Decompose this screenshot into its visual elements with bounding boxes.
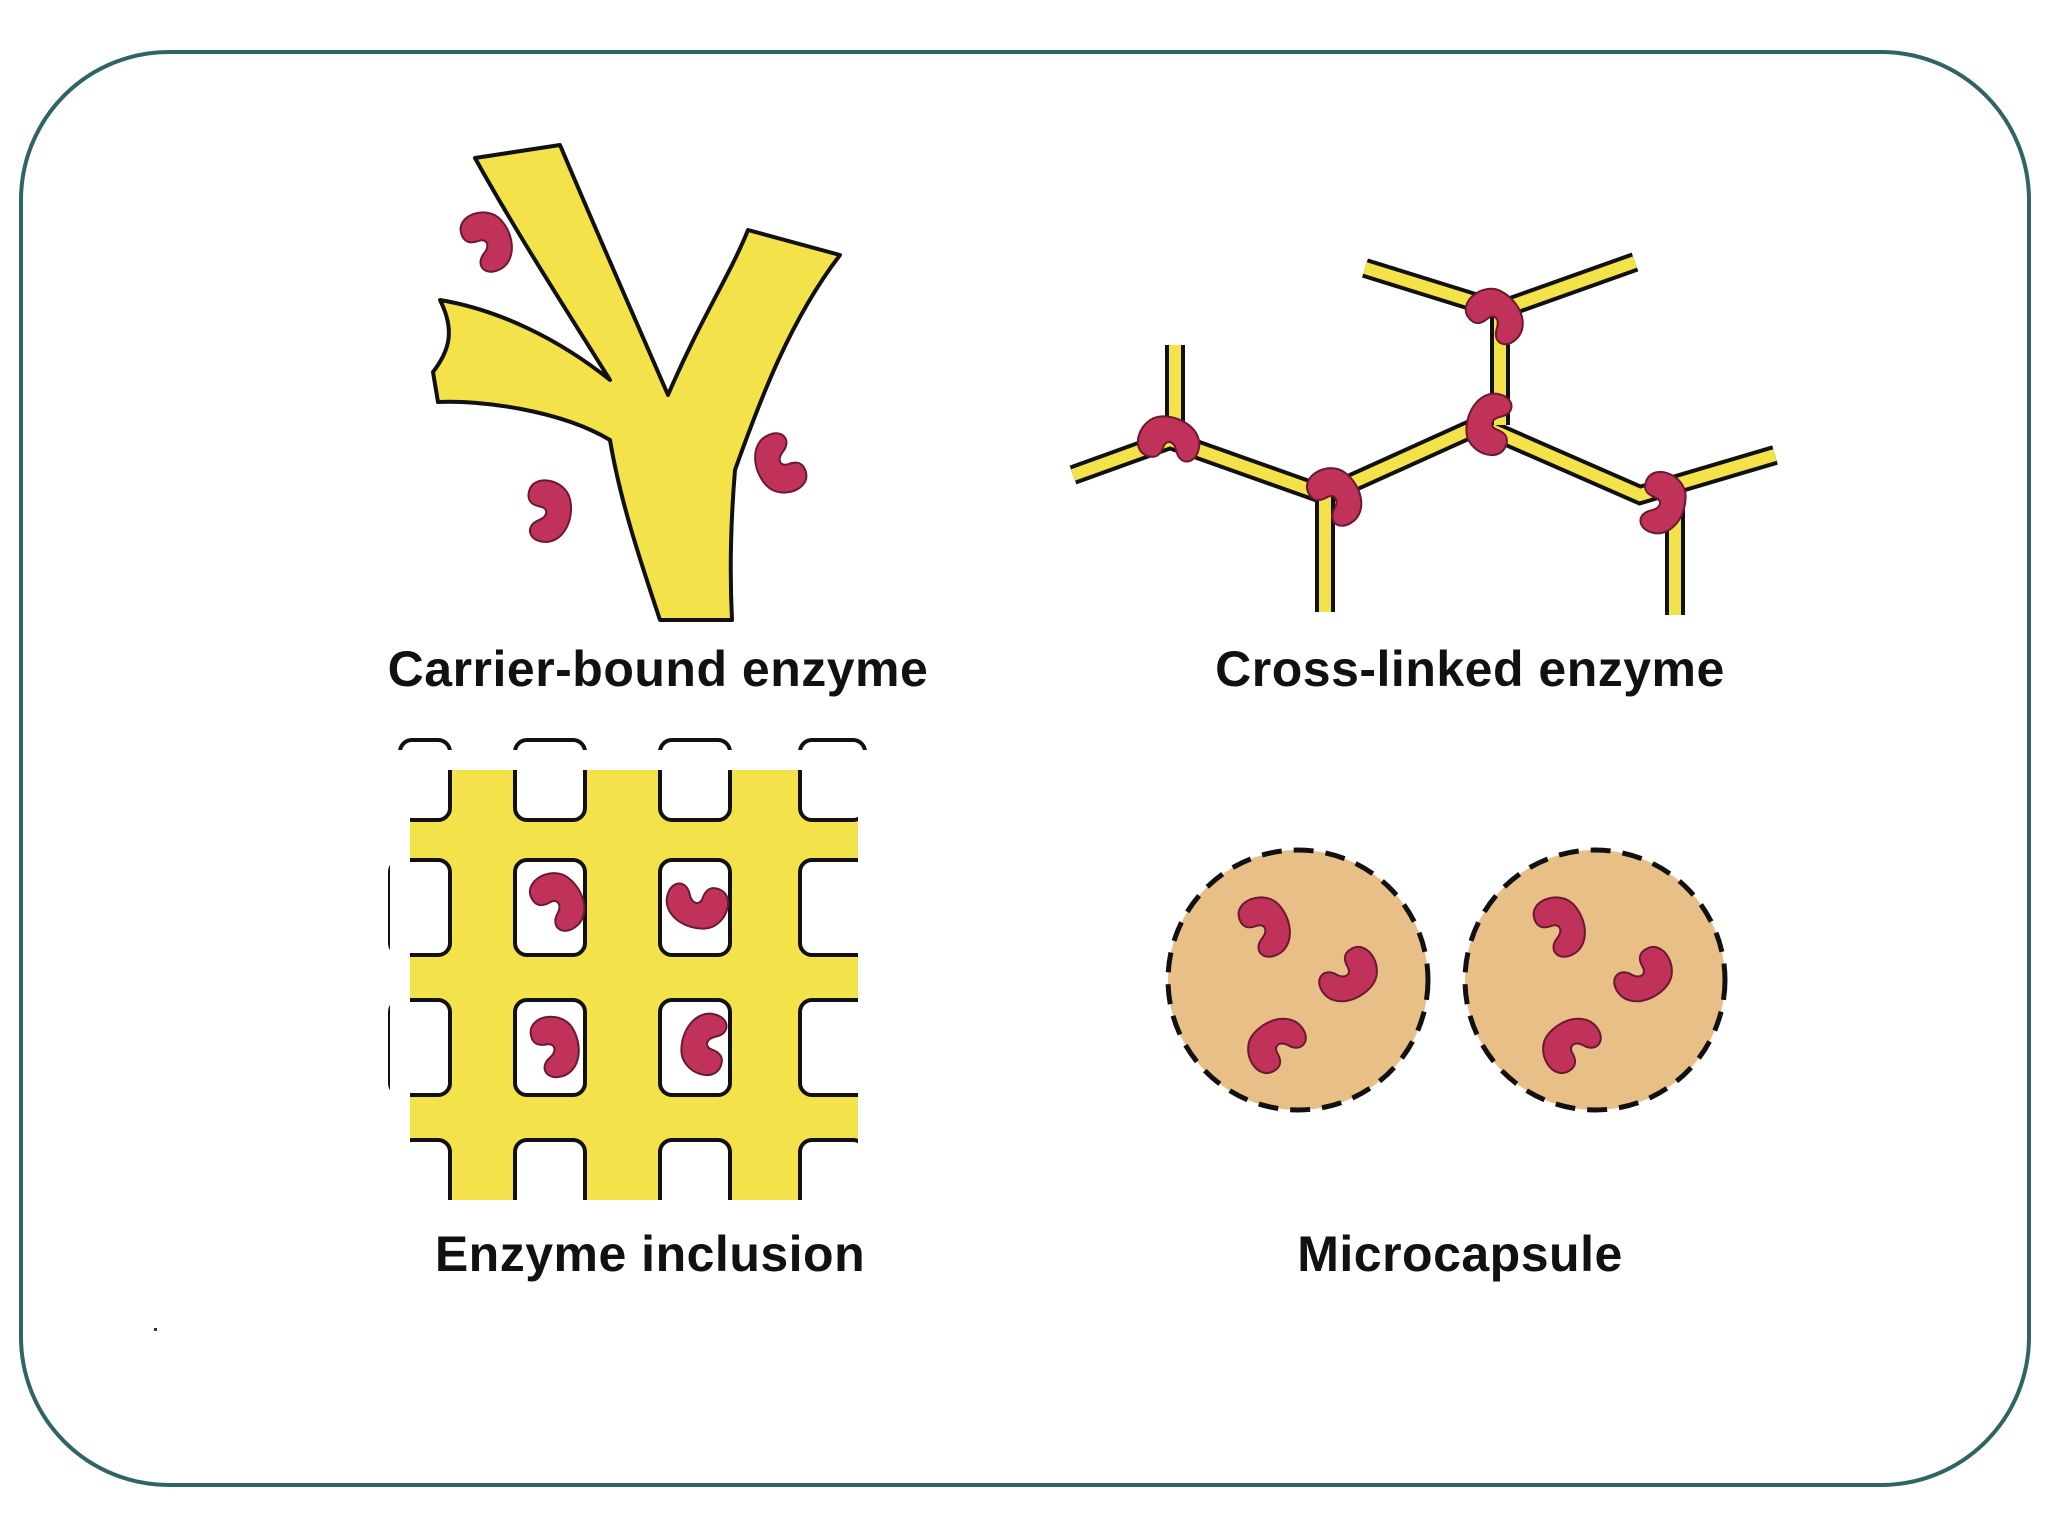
carrier-fiber: [431, 143, 842, 622]
cross-linked-panel: [1069, 252, 1778, 615]
caption-microcapsule: Microcapsule: [1297, 1226, 1623, 1282]
stray-dot: [154, 1328, 157, 1331]
microcapsule-panel: [1165, 847, 1728, 1113]
capsule: [1462, 847, 1728, 1113]
lattice-grid: [408, 760, 858, 1205]
capsule: [1165, 847, 1431, 1113]
caption-carrier-bound: Carrier-bound enzyme: [387, 641, 929, 697]
carrier-bound-panel: [431, 143, 842, 622]
caption-enzyme-inclusion: Enzyme inclusion: [434, 1226, 866, 1282]
enzyme-icon: [746, 426, 812, 502]
diagram-frame: [19, 50, 2031, 1487]
caption-cross-linked: Cross-linked enzyme: [1215, 641, 1725, 697]
inclusion-panel: [388, 738, 878, 1230]
enzyme-icon: [519, 476, 577, 547]
enzyme-icon: [1132, 407, 1208, 473]
